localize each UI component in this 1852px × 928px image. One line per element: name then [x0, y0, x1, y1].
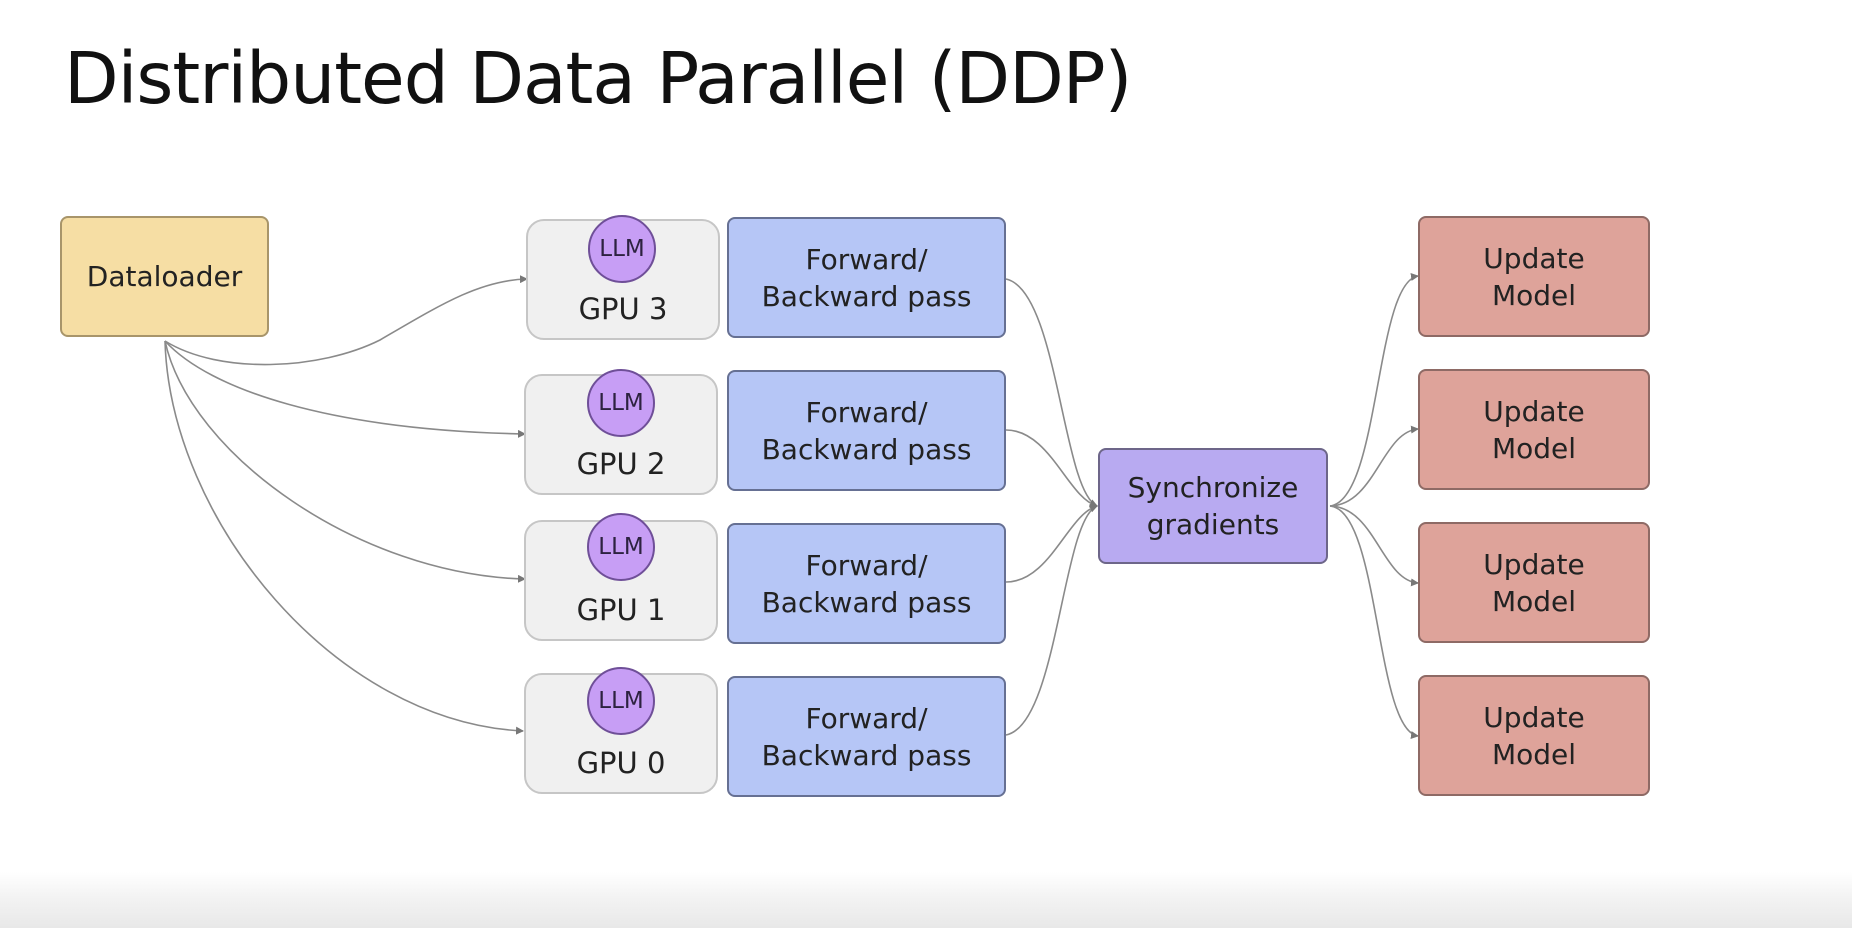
dataloader-box: Dataloader [60, 216, 269, 337]
connector-pass-3-sync [1005, 278, 1098, 507]
llm-label: LLM [598, 534, 644, 560]
connector-sync-update-1 [1329, 273, 1419, 507]
update-model-box: Update Model [1418, 675, 1650, 796]
update-model-box: Update Model [1418, 216, 1650, 337]
gpu-1-label: GPU 1 [576, 593, 666, 627]
update-model-label: Update Model [1483, 394, 1585, 465]
connector-sync-update-3 [1329, 505, 1419, 587]
llm-icon: LLM [587, 667, 655, 735]
forward-backward-label: Forward/ Backward pass [761, 242, 972, 313]
update-model-box: Update Model [1418, 369, 1650, 490]
connector-pass-1-sync [1005, 504, 1098, 583]
connector-dataloader-gpu-1 [164, 340, 526, 583]
update-model-label: Update Model [1483, 241, 1585, 312]
llm-label: LLM [598, 390, 644, 416]
dataloader-label: Dataloader [86, 260, 243, 293]
footer-shade [0, 872, 1852, 928]
forward-backward-pass-gpu-1: Forward/ Backward pass [727, 523, 1006, 644]
llm-icon: LLM [588, 215, 656, 283]
update-model-label: Update Model [1483, 547, 1585, 618]
forward-backward-label: Forward/ Backward pass [761, 701, 972, 772]
forward-backward-label: Forward/ Backward pass [761, 548, 972, 619]
llm-icon: LLM [587, 369, 655, 437]
update-model-label: Update Model [1483, 700, 1585, 771]
update-model-box: Update Model [1418, 522, 1650, 643]
synchronize-gradients-label: Synchronize gradients [1127, 471, 1299, 541]
connector-pass-2-sync [1005, 429, 1098, 508]
llm-label: LLM [598, 688, 644, 714]
gpu-3-label: GPU 3 [578, 292, 668, 326]
forward-backward-pass-gpu-3: Forward/ Backward pass [727, 217, 1006, 338]
connector-sync-update-2 [1329, 425, 1419, 507]
slide-title: Distributed Data Parallel (DDP) [64, 37, 1132, 120]
connector-dataloader-gpu-0 [164, 340, 524, 735]
gpu-0-label: GPU 0 [576, 746, 666, 780]
llm-label: LLM [599, 236, 645, 262]
connector-sync-update-4 [1329, 505, 1419, 739]
connector-dataloader-gpu-2 [164, 340, 526, 438]
forward-backward-pass-gpu-2: Forward/ Backward pass [727, 370, 1006, 491]
gpu-2-label: GPU 2 [576, 447, 666, 481]
forward-backward-label: Forward/ Backward pass [761, 395, 972, 466]
connector-pass-0-sync [1005, 504, 1098, 736]
llm-icon: LLM [587, 513, 655, 581]
synchronize-gradients-box: Synchronize gradients [1098, 448, 1328, 564]
forward-backward-pass-gpu-0: Forward/ Backward pass [727, 676, 1006, 797]
